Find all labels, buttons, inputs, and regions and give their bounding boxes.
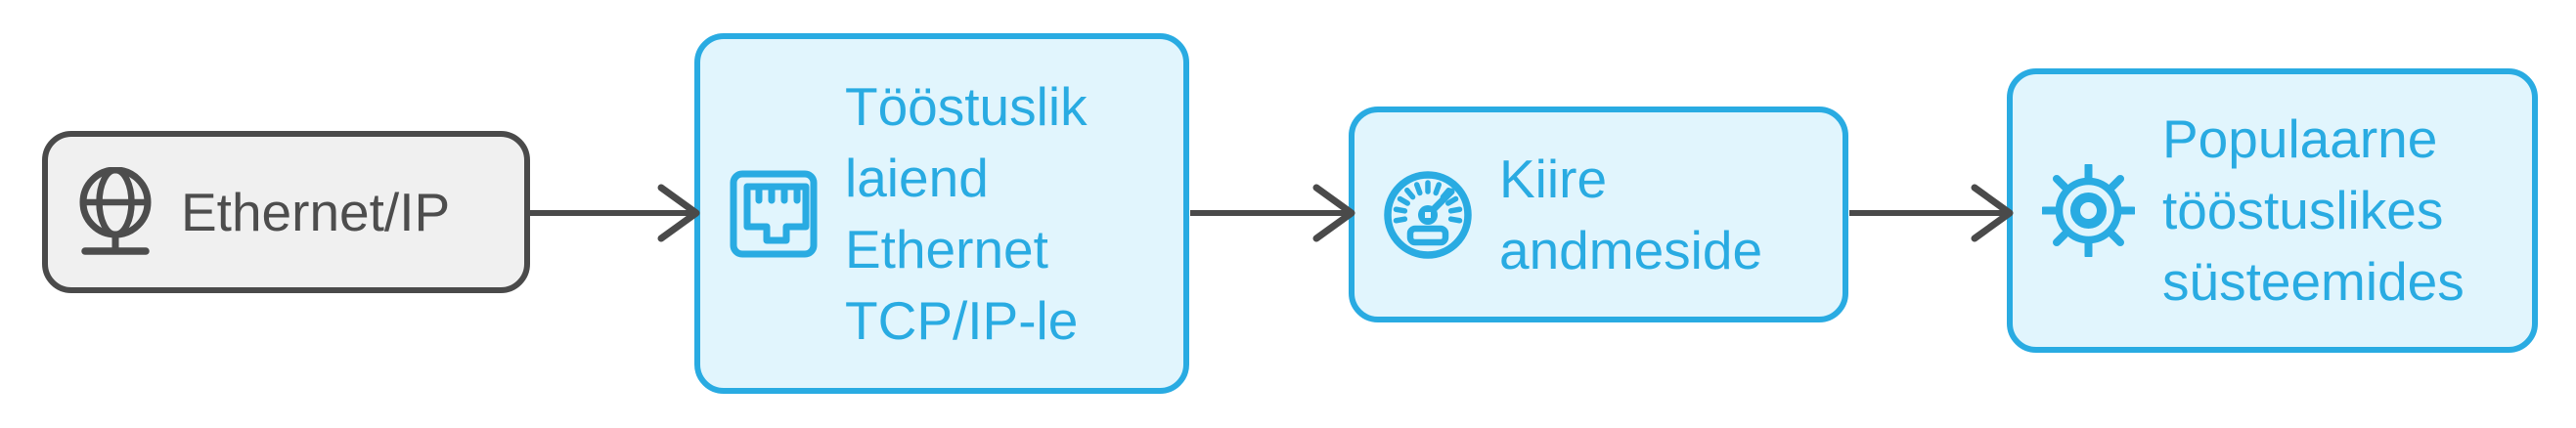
arrow-connector: [527, 184, 700, 242]
speedometer-icon: [1384, 170, 1472, 259]
arrow-connector: [1849, 184, 2014, 242]
globe-stand-icon: [79, 167, 152, 255]
node-ethernet-ip: Ethernet/IP: [42, 131, 530, 293]
node-label: Populaarne tööstuslikes süsteemides: [2162, 108, 2465, 312]
node-fast-data: Kiire andmeside: [1349, 107, 1848, 322]
node-label: Kiire andmeside: [1499, 148, 1763, 280]
node-label: Tööstuslik laiend Ethernet TCP/IP-le: [845, 75, 1088, 351]
arrow-connector: [1190, 184, 1355, 242]
gear-icon: [2042, 164, 2135, 257]
node-industrial-extension: Tööstuslik laiend Ethernet TCP/IP-le: [694, 33, 1189, 394]
node-popular-industrial: Populaarne tööstuslikes süsteemides: [2007, 68, 2538, 353]
node-label: Ethernet/IP: [181, 181, 451, 242]
ethernet-port-icon: [730, 170, 818, 257]
